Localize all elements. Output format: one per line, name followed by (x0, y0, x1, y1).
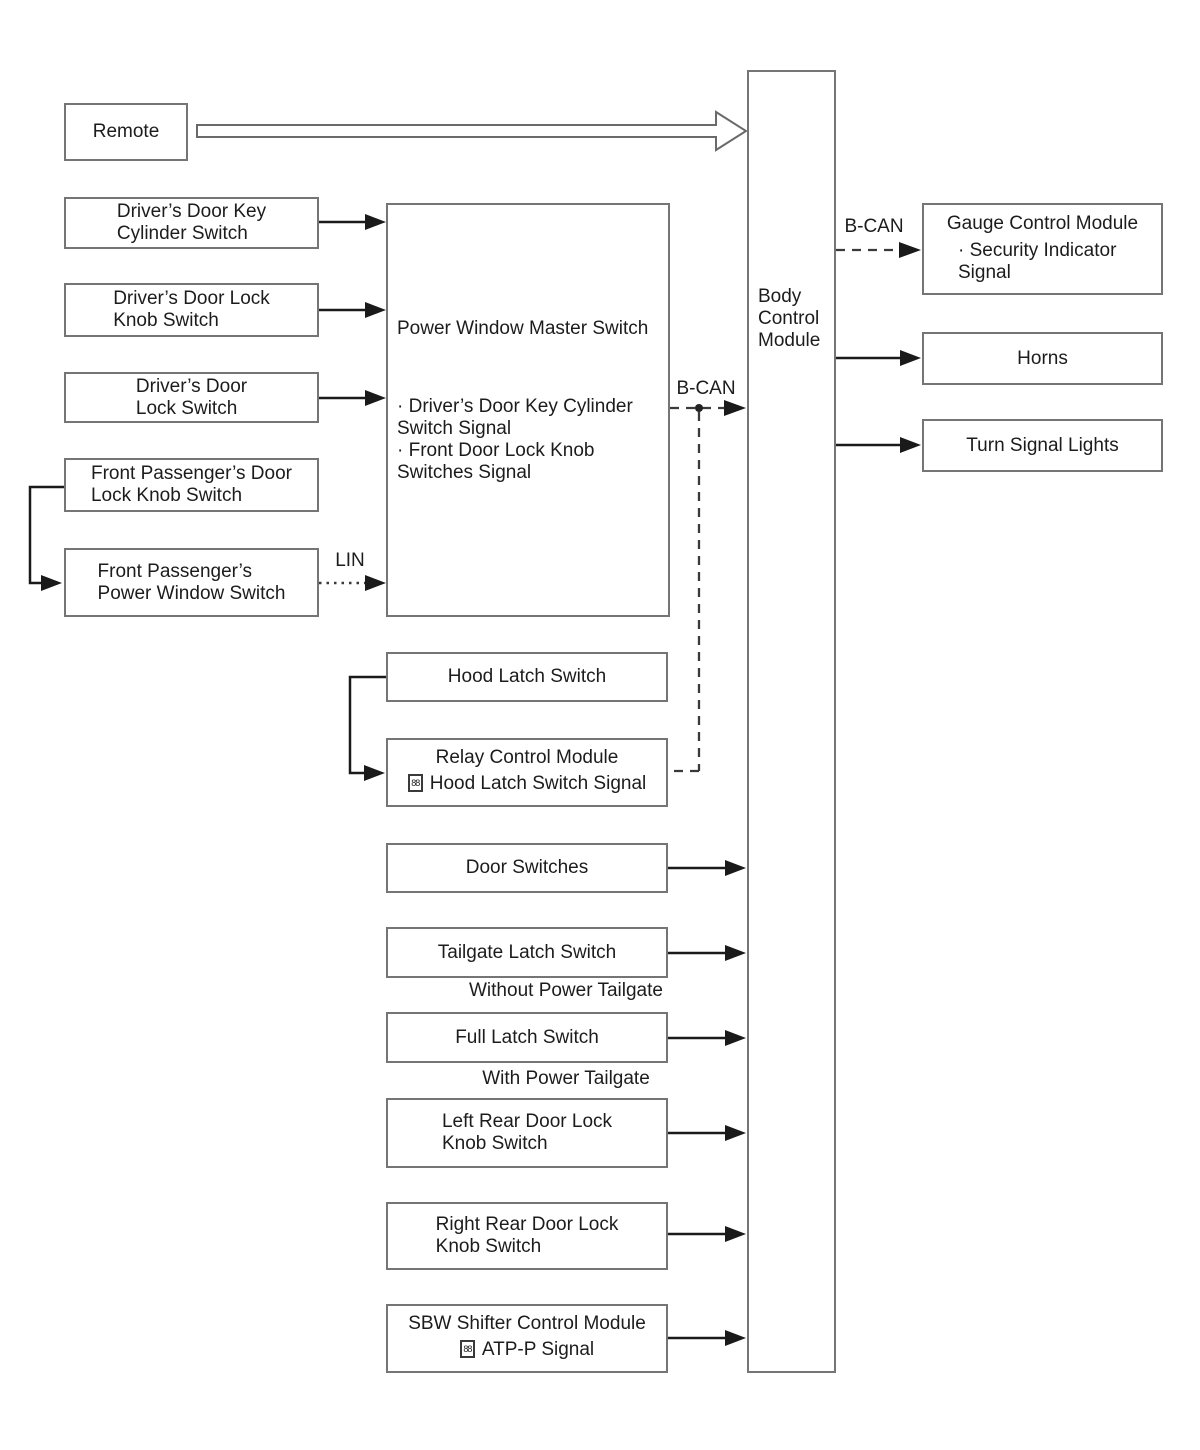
driver-key-cylinder-arrow (319, 214, 386, 230)
pwms-bullet1-line1: · Driver’s Door Key Cylinder (397, 396, 633, 417)
node-driver-key-cylinder-switch: Driver’s Door Key Cylinder Switch (64, 197, 319, 249)
caption-without-power-tailgate: Without Power Tailgate (469, 980, 663, 1001)
gauge-title: Gauge Control Module (946, 213, 1139, 234)
bcan-label-right: B-CAN (844, 216, 904, 237)
node-right-rear-door-lock-knob-switch: Right Rear Door Lock Knob Switch (386, 1202, 668, 1270)
bcan-bcm-to-gauge-dashed-arrow (836, 242, 921, 258)
node-remote: Remote (64, 103, 188, 161)
bcan-junction-dot (695, 404, 703, 412)
bcan-label-left: B-CAN (676, 378, 736, 399)
pwms-bullet1-line2: Switch Signal (397, 418, 512, 439)
node-label: Remote (92, 121, 160, 142)
bcm-to-horns-arrow (836, 350, 921, 366)
node-left-rear-door-lock-knob-switch: Left Rear Door Lock Knob Switch (386, 1098, 668, 1168)
driver-lock-switch-arrow (319, 390, 386, 406)
node-gauge-control-module: Gauge Control Module · Security Indicato… (922, 203, 1163, 295)
sbw-shifter-arrow (668, 1330, 746, 1346)
node-label-line2: Knob Switch (113, 310, 219, 331)
node-label: Turn Signal Lights (966, 434, 1119, 456)
node-label-line2: Power Window Switch (97, 582, 286, 604)
pwms-title: Power Window Master Switch (397, 318, 649, 339)
bcm-label-line2: Control (758, 308, 820, 329)
node-label-line1: Front Passenger’s (97, 560, 253, 582)
node-label-line1: Left Rear Door Lock (441, 1111, 613, 1132)
tailgate-latch-arrow (668, 945, 746, 961)
gauge-bullet-line1: · Security Indicator (958, 240, 1117, 261)
node-label-line1: Driver’s Door (135, 375, 248, 397)
right-rear-lock-knob-arrow (668, 1226, 746, 1242)
bcm-label-line3: Module (758, 330, 821, 351)
node-label: Hood Latch Switch (447, 666, 607, 687)
caption-with-power-tailgate: With Power Tailgate (482, 1068, 650, 1089)
bcm-to-turn-signal-arrow (836, 437, 921, 453)
bcan-pwms-to-bcm-dashed-arrow (670, 400, 746, 773)
node-label-line2: Cylinder Switch (116, 223, 248, 244)
node-label: Full Latch Switch (455, 1026, 599, 1048)
node-relay-control-module: Relay Control Module 88 Hood Latch Switch… (386, 738, 668, 807)
sbw-signal: ATP-P Signal (481, 1339, 595, 1360)
node-driver-lock-switch: Driver’s Door Lock Switch (64, 372, 319, 423)
missing-glyph-icon: 88 (459, 1340, 475, 1358)
node-body-control-module: Body Control Module (747, 70, 836, 1373)
node-label-line2: Knob Switch (435, 1236, 542, 1257)
node-sbw-shifter-control-module: SBW Shifter Control Module 88 ATP-P Signa… (386, 1304, 668, 1373)
left-rear-lock-knob-arrow (668, 1125, 746, 1141)
fp-lock-knob-to-power-window-elbow-arrow (28, 485, 64, 591)
driver-lock-knob-arrow (319, 302, 386, 318)
node-label-line2: Knob Switch (441, 1133, 548, 1154)
node-label-line2: Lock Knob Switch (90, 485, 243, 506)
node-label-line1: Right Rear Door Lock (435, 1214, 619, 1235)
door-switches-arrow (668, 860, 746, 876)
remote-to-bcm-open-arrow (196, 110, 748, 152)
gauge-bullet-line2: Signal (958, 262, 1011, 283)
sbw-title: SBW Shifter Control Module (408, 1313, 646, 1334)
node-hood-latch-switch: Hood Latch Switch (386, 652, 668, 702)
node-tailgate-latch-switch: Tailgate Latch Switch (386, 927, 668, 978)
node-full-latch-switch: Full Latch Switch (386, 1012, 668, 1063)
node-label: Tailgate Latch Switch (437, 941, 617, 963)
node-door-switches: Door Switches (386, 843, 668, 893)
node-label-line1: Driver’s Door Key (116, 201, 267, 222)
node-label-line2: Lock Switch (135, 397, 238, 419)
node-horns: Horns (922, 332, 1163, 385)
hood-latch-to-relay-elbow-arrow (348, 675, 386, 781)
relay-title: Relay Control Module (435, 747, 619, 768)
node-label-line1: Driver’s Door Lock (113, 288, 270, 309)
pwms-bullet2-line1: · Front Door Lock Knob (397, 440, 595, 461)
missing-glyph-icon: 88 (407, 774, 423, 792)
lin-dotted-arrow (319, 575, 386, 591)
node-label: Horns (1017, 347, 1068, 369)
node-label-line1: Front Passenger’s Door (90, 463, 292, 484)
bcm-label-line1: Body (758, 286, 802, 307)
node-front-passenger-door-lock-knob-switch: Front Passenger’s Door Lock Knob Switch (64, 458, 319, 512)
node-label: Door Switches (465, 857, 589, 878)
node-turn-signal-lights: Turn Signal Lights (922, 419, 1163, 472)
node-driver-lock-knob-switch: Driver’s Door Lock Knob Switch (64, 283, 319, 337)
pwms-bullet2-line2: Switches Signal (397, 462, 532, 483)
relay-signal: Hood Latch Switch Signal (429, 773, 647, 794)
node-power-window-master-switch: Power Window Master Switch · Driver’s Do… (386, 203, 670, 617)
lin-label: LIN (335, 550, 365, 571)
node-front-passenger-power-window-switch: Front Passenger’s Power Window Switch (64, 548, 319, 617)
full-latch-arrow (668, 1030, 746, 1046)
